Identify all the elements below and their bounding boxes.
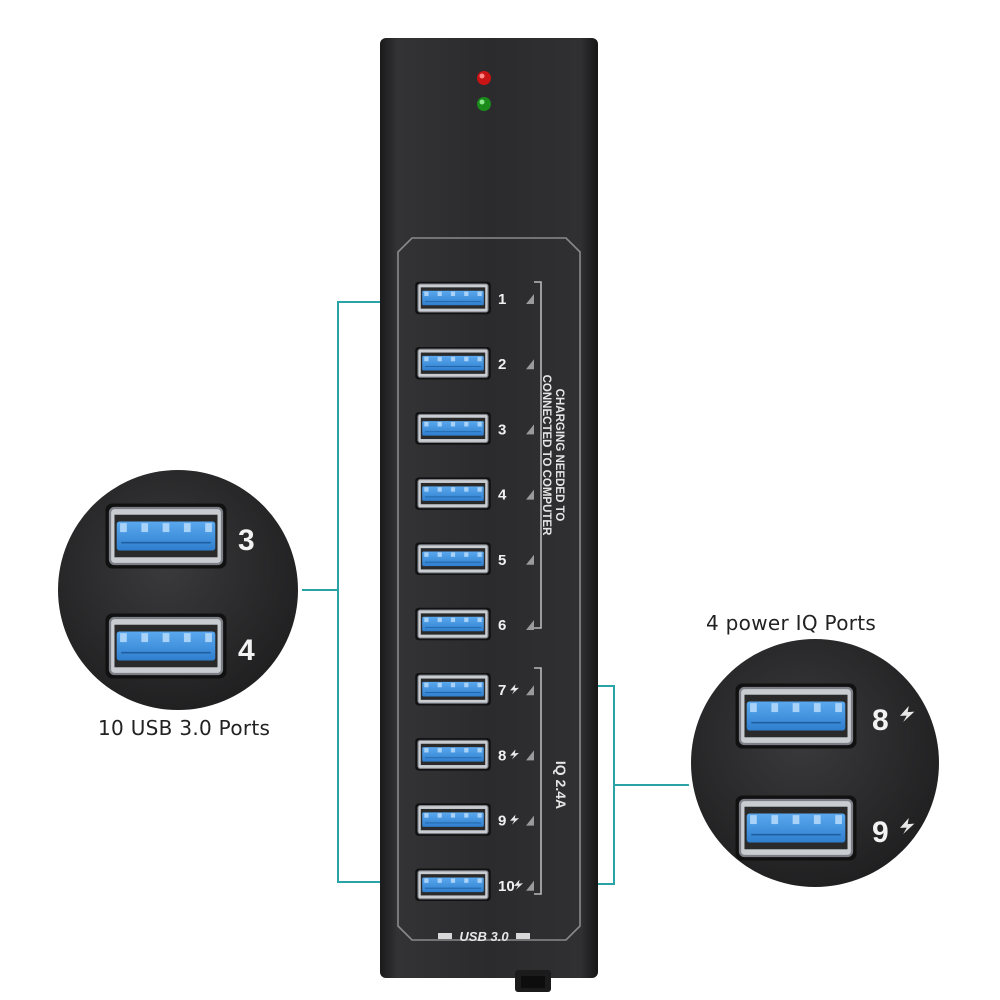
zoom-usb-port-9 — [735, 795, 857, 861]
led-red-icon — [477, 71, 491, 85]
port-marker-icon — [526, 750, 534, 761]
usb-port-8 — [415, 738, 491, 771]
usb-port-7 — [415, 672, 491, 706]
port-number-label: 5 — [498, 552, 506, 569]
port-marker-icon — [526, 294, 534, 304]
iq-rating-label: IQ 2.4A — [553, 761, 569, 809]
port-marker-icon — [526, 685, 534, 696]
usb-port-4 — [415, 477, 491, 510]
zoom-port-number-label: 9 — [872, 816, 889, 849]
port-marker-icon — [526, 489, 534, 500]
zoom-usb-port-3 — [105, 503, 227, 569]
zoom-usb-port-8 — [735, 683, 857, 749]
zoom-usb-port-4 — [105, 613, 227, 679]
charging-note-label: CHARGING NEEDED TO CONNECTED TO COMPUTER — [540, 375, 565, 536]
port-number-label: 4 — [498, 487, 507, 504]
usb-port-1 — [415, 281, 491, 315]
port-marker-icon — [526, 424, 534, 435]
port-number-label: 10 — [498, 878, 515, 895]
port-number-label: 2 — [498, 356, 506, 373]
zoom-port-number-label: 8 — [872, 704, 889, 737]
port-panel-outline — [397, 237, 581, 941]
zoom-power-iq-bolt-icon — [900, 706, 915, 722]
usb-port-10 — [415, 868, 491, 902]
port-marker-icon — [526, 554, 534, 565]
svg-text:CONNECTED TO COMPUTER: CONNECTED TO COMPUTER — [540, 375, 552, 536]
port-number-label: 1 — [498, 291, 506, 308]
port-number-label: 9 — [498, 813, 506, 830]
zoom-bubble-right: 89 — [687, 635, 943, 891]
usb-hub: CHARGING NEEDED TO CONNECTED TO COMPUTER… — [380, 38, 598, 992]
led-green-icon — [477, 97, 491, 111]
zoom-port-number-label: 3 — [238, 524, 255, 557]
svg-text:IQ 2.4A: IQ 2.4A — [553, 761, 569, 809]
port-number-label: 6 — [498, 617, 506, 634]
port-marker-icon — [526, 359, 534, 370]
power-iq-bolt-icon — [514, 879, 523, 890]
svg-text:USB 3.0: USB 3.0 — [459, 929, 509, 944]
port-number-label: 8 — [498, 747, 506, 764]
usb-port-2 — [415, 346, 491, 380]
zoom-bubble-left: 34 — [54, 466, 302, 714]
usb-ports-caption: 10 USB 3.0 Ports — [98, 716, 271, 740]
port-marker-icon — [526, 880, 534, 891]
power-iq-bolt-icon — [510, 814, 519, 825]
zoom-port-number-label: 4 — [238, 634, 255, 667]
usb-port-3 — [415, 412, 491, 445]
usb30-bottom-label: USB 3.0 — [438, 929, 530, 944]
power-iq-caption: 4 power IQ Ports — [706, 611, 877, 635]
left-bracket-lines — [298, 301, 392, 883]
power-iq-bolt-icon — [510, 684, 519, 695]
port-number-label: 3 — [498, 421, 506, 438]
hub-port-list: 1 2 3 4 5 6 7 8 9 10 — [415, 281, 534, 902]
port-marker-icon — [526, 815, 534, 826]
zoom-power-iq-bolt-icon — [900, 818, 915, 834]
port-marker-icon — [526, 620, 534, 630]
svg-text:CHARGING NEEDED TO: CHARGING NEEDED TO — [553, 389, 565, 522]
usb-port-5 — [415, 542, 491, 576]
usb-port-6 — [415, 607, 491, 641]
port-number-label: 7 — [498, 682, 506, 699]
power-iq-bolt-icon — [510, 749, 519, 760]
usb-port-9 — [415, 803, 491, 836]
